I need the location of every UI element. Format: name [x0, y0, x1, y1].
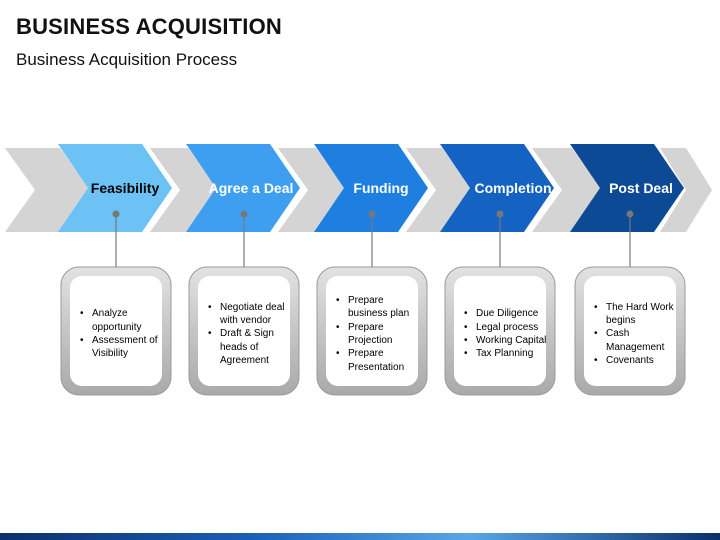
bullet-item: Prepare business plan [334, 294, 424, 321]
bullet-item: Due Diligence [462, 307, 552, 321]
step-chevron-feasibility [58, 144, 172, 232]
connector-dot-3 [368, 210, 376, 218]
step-chevron-agree-deal [186, 144, 300, 232]
step-label-post-deal: Post Deal [609, 180, 673, 196]
bullet-item: Draft & Sign heads of Agreement [206, 327, 296, 367]
connectors [112, 210, 634, 268]
bullet-item: Assessment of Visibility [78, 334, 168, 361]
slide-subtitle: Business Acquisition Process [16, 50, 238, 69]
step-chevron-post-deal [570, 144, 684, 232]
step-chevron-funding [314, 144, 428, 232]
footer-bar [0, 533, 720, 540]
bullet-item: Analyze opportunity [78, 307, 168, 334]
bullet-item: Legal process [462, 321, 552, 335]
band-chevron-1 [5, 148, 90, 232]
slide-title: BUSINESS ACQUISITION [16, 14, 282, 39]
bullet-item: Tax Planning [462, 347, 552, 361]
connector-dot-2 [240, 210, 248, 218]
bullet-item: Prepare Projection [334, 321, 424, 348]
card-bullets-completion: Due Diligence Legal process Working Capi… [462, 282, 552, 386]
bullet-item: Prepare Presentation [334, 347, 424, 374]
bullet-item: Covenants [592, 354, 682, 368]
card-bullets-post-deal: The Hard Work begins Cash Management Cov… [592, 282, 682, 386]
connector-dot-1 [112, 210, 120, 218]
step-chevrons [58, 144, 684, 232]
card-bullets-funding: Prepare business plan Prepare Projection… [334, 282, 424, 386]
step-label-agree-deal: Agree a Deal [208, 180, 294, 196]
bullet-item: Negotiate deal with vendor [206, 301, 296, 328]
card-bullets-feasibility: Analyze opportunity Assessment of Visibi… [78, 282, 168, 386]
step-label-completion: Completion [474, 180, 552, 196]
connector-dot-4 [496, 210, 504, 218]
connector-dot-5 [626, 210, 634, 218]
bullet-item: The Hard Work begins [592, 301, 682, 328]
bullet-item: Cash Management [592, 327, 682, 354]
band-chevron-6 [660, 148, 712, 232]
card-bullets-agree-deal: Negotiate deal with vendor Draft & Sign … [206, 282, 296, 386]
step-chevron-completion [440, 144, 554, 232]
step-label-feasibility: Feasibility [90, 180, 160, 196]
step-label-funding: Funding [353, 180, 409, 196]
bullet-item: Working Capital [462, 334, 552, 348]
